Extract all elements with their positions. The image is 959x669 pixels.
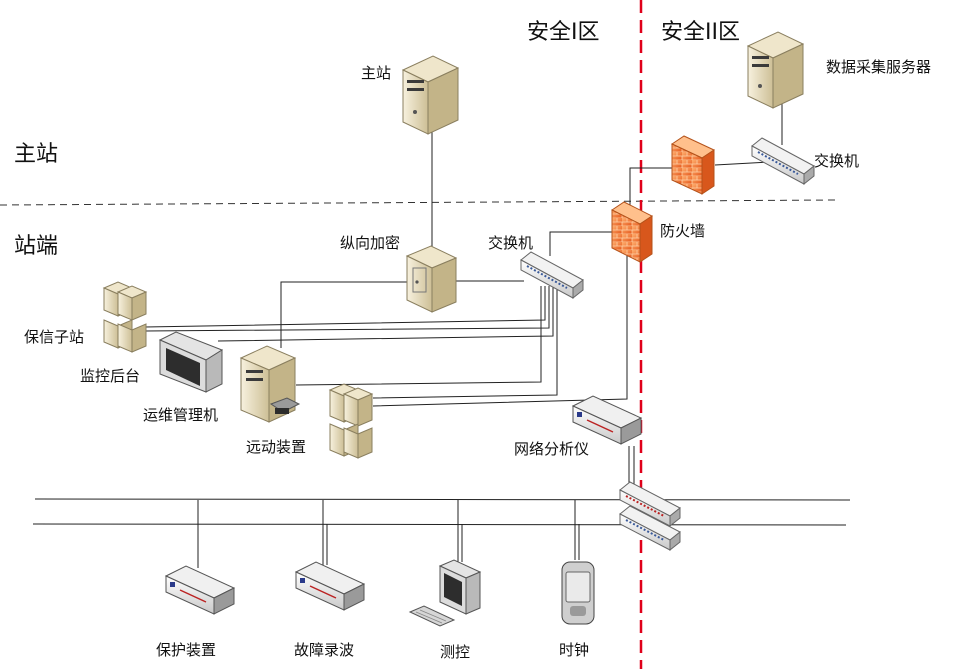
data-server-label: 数据采集服务器 xyxy=(826,58,932,76)
link-monitor-switch xyxy=(217,286,554,342)
data-server-icon[interactable] xyxy=(746,31,805,109)
encryption-device-icon[interactable] xyxy=(405,245,458,313)
link-tele-switch xyxy=(372,286,558,399)
telecontrol-label: 远动装置 xyxy=(246,438,307,456)
zone-2-label: 安全II区 xyxy=(661,20,740,45)
ops-pc-label: 运维管理机 xyxy=(143,406,219,424)
link-ops-switch xyxy=(280,281,408,348)
fault-recorder-icon[interactable] xyxy=(294,561,366,611)
firewall-label: 防火墙 xyxy=(660,222,706,240)
link-tele-fw xyxy=(372,255,628,407)
switch-station-label: 交换机 xyxy=(488,234,534,252)
protection-substation-label: 保信子站 xyxy=(24,328,85,346)
ops-pc-icon[interactable] xyxy=(239,345,301,423)
bus-line-a xyxy=(34,498,851,501)
switch-zone2-icon[interactable] xyxy=(751,137,815,186)
bus-switch-b-icon[interactable] xyxy=(619,505,681,552)
zone-1-label: 安全I区 xyxy=(527,20,600,45)
connections xyxy=(32,104,851,568)
clock-icon[interactable] xyxy=(561,561,595,625)
network-analyzer-icon[interactable] xyxy=(571,395,643,445)
protection-device-icon[interactable] xyxy=(164,565,236,615)
master-server-label: 主站 xyxy=(361,64,392,82)
bus-line-b xyxy=(32,523,847,526)
fault-recorder-label: 故障录波 xyxy=(294,641,355,659)
master-zone-label: 主站 xyxy=(14,142,59,167)
net-analyzer-label: 网络分析仪 xyxy=(514,440,590,458)
clock-label: 时钟 xyxy=(559,641,590,659)
protection-substation-icon[interactable] xyxy=(102,281,148,353)
link-fw2-to-switch2 xyxy=(714,161,771,166)
monitor-icon[interactable] xyxy=(158,331,224,393)
monitor-console-label: 监控后台 xyxy=(80,367,141,385)
encryption-label: 纵向加密 xyxy=(340,234,401,252)
link-sub-switch-1 xyxy=(144,286,546,328)
station-zone-label: 站端 xyxy=(14,234,59,259)
measure-control-label: 测控 xyxy=(440,643,471,661)
telecontrol-icon[interactable] xyxy=(328,383,374,459)
protection-device-label: 保护装置 xyxy=(156,641,217,659)
link-fw-to-fw2 xyxy=(629,167,672,205)
switch-zone2-label: 交换机 xyxy=(814,152,860,170)
master-server-icon[interactable] xyxy=(401,55,460,135)
link-switch-fw xyxy=(549,231,613,256)
zone-divider-line xyxy=(0,199,836,206)
switch-station-icon[interactable] xyxy=(520,251,584,300)
link-ops-switch-2 xyxy=(295,286,542,386)
bus-switch-a-icon[interactable] xyxy=(619,481,681,528)
firewall-icon[interactable] xyxy=(611,201,653,263)
firewall-zone2-icon[interactable] xyxy=(670,135,716,195)
measure-control-icon[interactable] xyxy=(408,559,482,627)
link-sub-switch-2 xyxy=(144,286,550,332)
